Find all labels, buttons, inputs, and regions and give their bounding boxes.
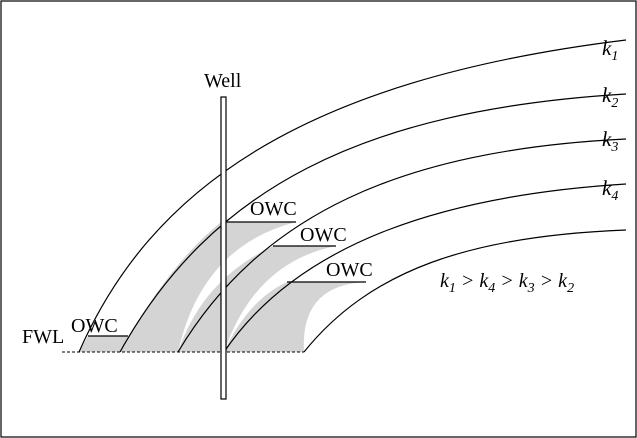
owc-label-3: OWC: [300, 224, 347, 246]
well-label: Well: [204, 70, 242, 92]
owc-label-1: OWC: [71, 315, 118, 337]
well-bore: [221, 97, 226, 399]
fwl-label: FWL: [22, 326, 64, 348]
owc-label-2: OWC: [250, 198, 297, 220]
owc-label-4: OWC: [326, 259, 373, 281]
